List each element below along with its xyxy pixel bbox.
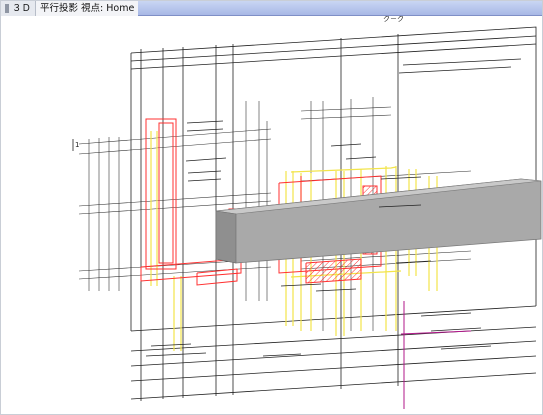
steel-beam: [215, 178, 542, 264]
section-mark-text: 1: [75, 141, 79, 149]
viewport-tabbar: ３Ｄ 平行投影 視点: Home: [1, 1, 139, 16]
viewport-header-bar: [127, 1, 542, 16]
top-section-label: ク－ク: [383, 15, 404, 23]
grip-icon: [5, 4, 9, 13]
projection-mode-label: 平行投影 視点: Home: [36, 1, 139, 16]
dimension-annotations: [145, 58, 522, 357]
view-label: ３Ｄ: [12, 3, 32, 14]
section-marker: 1: [72, 139, 79, 151]
magenta-lines: [400, 301, 472, 409]
elevation-gridlines: [78, 128, 272, 291]
view-tab[interactable]: ３Ｄ: [1, 1, 37, 16]
